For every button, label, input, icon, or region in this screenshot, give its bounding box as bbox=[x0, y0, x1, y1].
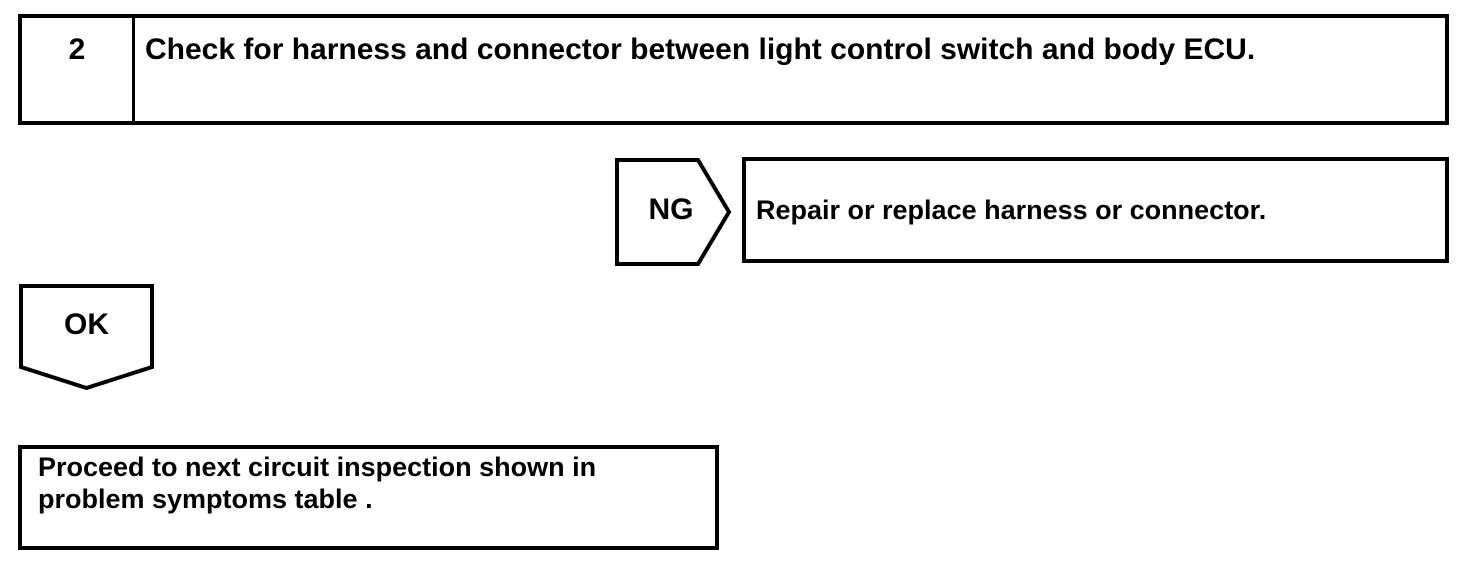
ok-result-line-2: problem symptoms table . bbox=[38, 484, 373, 514]
ng-result-text: Repair or replace harness or connector. bbox=[756, 194, 1267, 225]
ok-pentagon-outline bbox=[19, 284, 154, 391]
step-header-box: 2 Check for harness and connector betwee… bbox=[18, 14, 1449, 125]
step-number-cell: 2 bbox=[22, 18, 135, 121]
ng-pentagon-outline bbox=[615, 158, 732, 266]
ok-label: OK bbox=[64, 308, 109, 341]
ng-label: NG bbox=[648, 193, 694, 226]
ng-arrow-shape bbox=[615, 158, 732, 266]
ok-result-line-1: Proceed to next circuit inspection shown… bbox=[38, 452, 597, 482]
step-instruction-cell: Check for harness and connector between … bbox=[135, 18, 1445, 121]
ok-arrow-shape bbox=[19, 284, 154, 391]
step-instruction: Check for harness and connector between … bbox=[145, 33, 1256, 66]
step-number: 2 bbox=[68, 33, 86, 66]
ok-result-box: Proceed to next circuit inspection shown… bbox=[18, 445, 719, 550]
ng-result-box: Repair or replace harness or connector. bbox=[742, 157, 1449, 263]
